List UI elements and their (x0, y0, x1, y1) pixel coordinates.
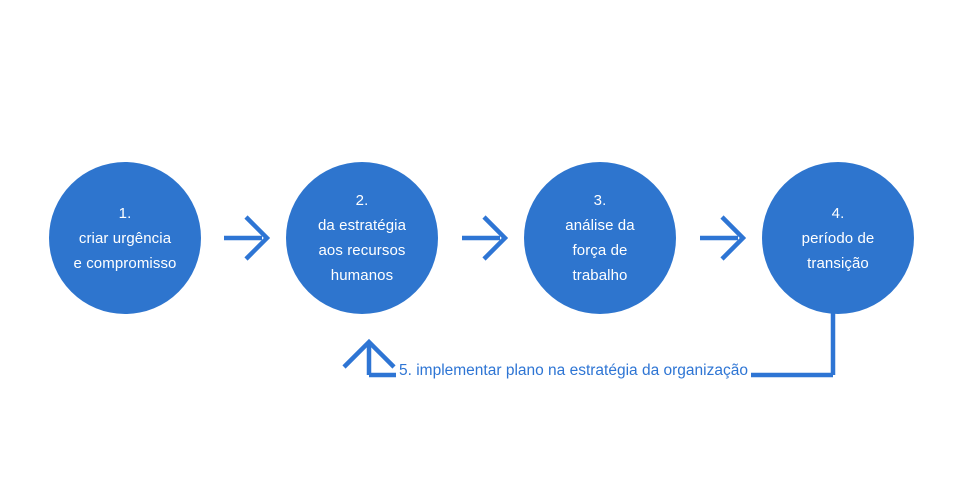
stage-2-number: 2. (355, 192, 369, 209)
stage-node-1[interactable]: 1. criar urgência e compromisso (49, 162, 201, 314)
stage-3-line-3: trabalho (572, 267, 628, 284)
stage-3-line-1: análise da (565, 217, 635, 234)
stage-3-number: 3. (593, 192, 607, 209)
feedback-arrowhead-icon (342, 338, 396, 369)
stage-2-line-1: da estratégia (317, 217, 407, 234)
stage-1-number: 1. (118, 204, 132, 222)
stage-2-line-3: humanos (330, 267, 394, 284)
connector-arrow-2-to-3 (462, 215, 508, 261)
stage-1-line-1: criar urgência (78, 229, 172, 247)
arrow-right-icon (482, 215, 508, 261)
stage-node-4[interactable]: 4. período de transição (762, 162, 914, 314)
stage-4-number: 4. (831, 204, 845, 222)
stage-4-line-2: transição (807, 254, 869, 272)
stage-2-line-2: aos recursos (318, 242, 406, 259)
stage-1-line-2: e compromisso (73, 254, 177, 272)
connector-arrow-1-to-2 (224, 215, 270, 261)
feedback-loop-label: 5. implementar plano na estratégia da or… (396, 361, 751, 381)
stage-4-line-1: período de (801, 229, 875, 247)
stage-3-line-2: força de (572, 242, 628, 259)
connector-arrow-3-to-4 (700, 215, 746, 261)
stage-node-3[interactable]: 3. análise da força de trabalho (524, 162, 676, 314)
stage-node-2[interactable]: 2. da estratégia aos recursos humanos (286, 162, 438, 314)
arrow-right-icon (720, 215, 746, 261)
arrow-right-icon (244, 215, 270, 261)
